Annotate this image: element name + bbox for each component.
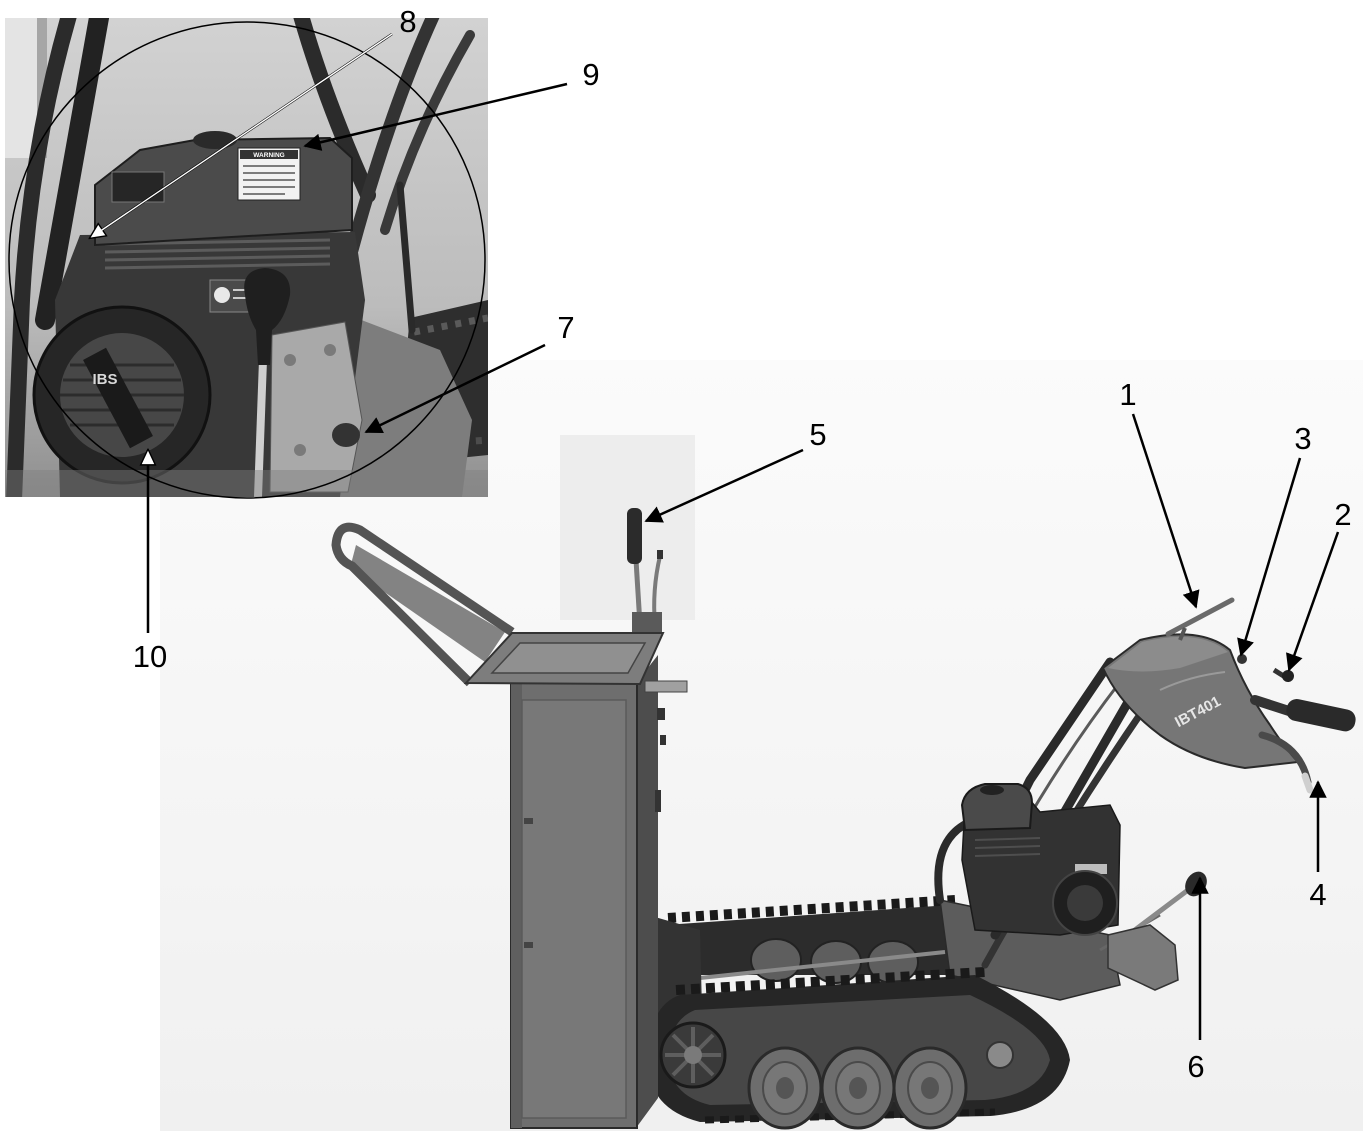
chassis-link-rod: [699, 950, 946, 980]
callout-5-label: 5: [809, 417, 826, 452]
inset-cooling-fins: [104, 238, 331, 270]
engine: [960, 783, 1121, 936]
bucket-hinge-bracket: [648, 915, 702, 1020]
engine-fuel-tank: [960, 783, 1034, 832]
callout-2-arrow: [1286, 531, 1340, 672]
engine-brand-plate: [1075, 864, 1107, 874]
callout-7-label: 7: [557, 310, 574, 345]
engine-fuel-cap: [980, 785, 1004, 795]
inset-shift-knob: [244, 268, 291, 365]
callout-3-label: 3: [1294, 421, 1311, 456]
control-knob-3: [1237, 654, 1247, 664]
bucket-side-fittings: [655, 708, 666, 812]
inset-highlight-circle: [8, 21, 486, 499]
lid-plate: [350, 545, 505, 662]
inset-brand-badge: [111, 171, 165, 203]
near-track: [647, 967, 1070, 1130]
bucket-lid: [331, 522, 665, 687]
tip-lever-bracket: [632, 612, 662, 632]
tip-lever-grip: [627, 508, 642, 564]
inset-engine-photo: WARNING: [5, 18, 488, 497]
bucket-side-face: [636, 655, 658, 1128]
lid-handle-tube: [331, 522, 515, 687]
callout-4: 4: [1309, 780, 1327, 912]
control-console: IBT401: [1101, 633, 1301, 770]
callout-2-label: 2: [1334, 497, 1351, 532]
inset-engine-label: [209, 279, 255, 313]
callout-2: 2: [1286, 497, 1352, 672]
tracked-barrow: IBT401: [331, 508, 1356, 1130]
lever-4: [1258, 731, 1314, 794]
callout-8-arrow-highlight: [95, 33, 393, 235]
bucket-opening: [490, 642, 647, 674]
callout-8-label: 8: [399, 4, 416, 39]
inset-gear-housing: [269, 321, 363, 493]
callout-3-arrow: [1237, 457, 1302, 657]
inset-door-edge: [37, 18, 47, 158]
callout-10: 10: [133, 450, 167, 674]
callout-9: 9: [303, 57, 600, 151]
idler-wheel: [986, 1041, 1014, 1069]
handlebar-tube: [1250, 695, 1297, 717]
inset-handle-tubes: [6, 18, 475, 497]
inset-warning-sticker: WARNING: [237, 147, 301, 201]
callouts: 8 9 7 10 5 1 3 2: [90, 4, 1352, 1084]
inset-floor: [5, 470, 488, 497]
inset-recoil-starter: IBS: [32, 305, 212, 485]
bucket-latch: [644, 680, 688, 693]
callout-6: 6: [1187, 876, 1209, 1084]
tipping-bucket: [510, 655, 688, 1129]
inset-door-frame: [5, 18, 37, 158]
callout-1-arrow: [1131, 413, 1200, 609]
callout-8: 8: [90, 4, 417, 238]
inset-fuel-cap: [193, 131, 237, 149]
far-roller: [750, 938, 802, 982]
road-roller: [747, 1046, 823, 1130]
road-roller: [820, 1046, 896, 1130]
inset-shift-rod: [254, 359, 267, 497]
inset-recoil-label: IBS: [92, 371, 117, 388]
inset-housing-knob: [332, 423, 360, 447]
front-foot-plate: [1107, 924, 1179, 991]
inset-side-plate: [330, 308, 472, 497]
callout-9-arrow: [303, 82, 568, 151]
callout-5: 5: [644, 417, 827, 523]
bucket-inner-panel: [521, 699, 627, 1119]
handle-grip: [1286, 699, 1356, 732]
callout-7-arrow: [364, 343, 546, 434]
callout-6-label: 6: [1187, 1049, 1204, 1084]
callout-3: 3: [1237, 421, 1312, 657]
inset-sticker-heading: WARNING: [253, 152, 284, 159]
drive-sprocket: [659, 1021, 727, 1089]
tip-lever: [627, 508, 663, 632]
road-roller: [892, 1046, 968, 1130]
callout-1: 1: [1119, 377, 1200, 609]
lever-1-bar: [1165, 597, 1235, 637]
callout-10-label: 10: [133, 639, 167, 674]
callout-7: 7: [364, 310, 575, 434]
control-knob-2: [1282, 670, 1294, 682]
callout-1-label: 1: [1119, 377, 1136, 412]
callout-4-label: 4: [1309, 877, 1326, 912]
callout-5-arrow: [644, 448, 804, 523]
callout-9-label: 9: [582, 57, 599, 92]
bucket-bracket: [524, 818, 533, 824]
bucket-bracket: [524, 942, 533, 948]
